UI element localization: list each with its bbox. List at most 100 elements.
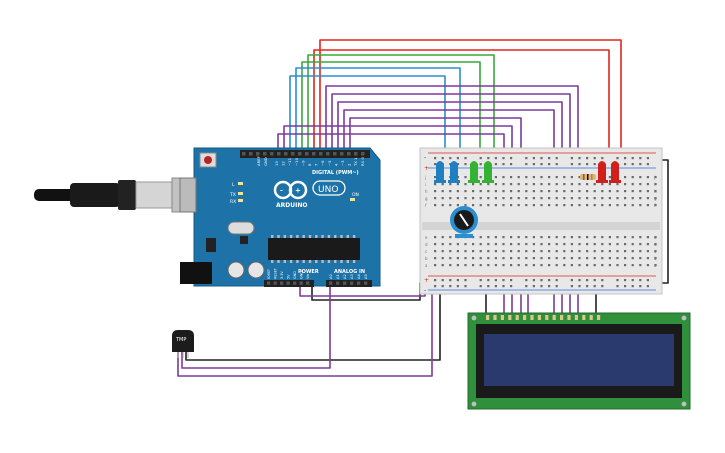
breadboard-hole[interactable]: [548, 264, 551, 267]
breadboard-hole[interactable]: [570, 285, 573, 288]
header-hole[interactable]: [273, 281, 277, 285]
breadboard-hole[interactable]: [578, 264, 581, 267]
breadboard-hole[interactable]: [624, 183, 627, 186]
breadboard-hole[interactable]: [608, 264, 611, 267]
header-hole[interactable]: [357, 281, 361, 285]
breadboard-hole[interactable]: [472, 204, 475, 207]
breadboard-hole[interactable]: [608, 250, 611, 253]
breadboard-hole[interactable]: [456, 183, 459, 186]
breadboard-hole[interactable]: [456, 243, 459, 246]
breadboard-hole[interactable]: [464, 257, 467, 260]
breadboard-hole[interactable]: [434, 264, 437, 267]
breadboard-hole[interactable]: [631, 157, 634, 160]
breadboard-hole[interactable]: [479, 236, 482, 239]
breadboard-hole[interactable]: [540, 279, 543, 282]
breadboard-hole[interactable]: [479, 279, 482, 282]
lcd-pin[interactable]: [574, 315, 578, 320]
breadboard-hole[interactable]: [472, 190, 475, 193]
breadboard-hole[interactable]: [502, 176, 505, 179]
breadboard-hole[interactable]: [639, 264, 642, 267]
breadboard-hole[interactable]: [525, 236, 528, 239]
breadboard-hole[interactable]: [517, 243, 520, 246]
lcd-pin[interactable]: [515, 315, 519, 320]
breadboard-hole[interactable]: [601, 279, 604, 282]
header-hole[interactable]: [354, 152, 358, 156]
breadboard-hole[interactable]: [434, 183, 437, 186]
header-hole[interactable]: [343, 281, 347, 285]
header-hole[interactable]: [267, 281, 271, 285]
breadboard-hole[interactable]: [494, 163, 497, 166]
breadboard-hole[interactable]: [472, 243, 475, 246]
breadboard-hole[interactable]: [510, 204, 513, 207]
breadboard-hole[interactable]: [555, 204, 558, 207]
breadboard-hole[interactable]: [578, 285, 581, 288]
breadboard-hole[interactable]: [502, 157, 505, 160]
breadboard-hole[interactable]: [616, 264, 619, 267]
breadboard-hole[interactable]: [639, 190, 642, 193]
breadboard-hole[interactable]: [639, 243, 642, 246]
breadboard-hole[interactable]: [586, 197, 589, 200]
analog-header[interactable]: [326, 280, 372, 287]
breadboard-hole[interactable]: [646, 243, 649, 246]
breadboard-hole[interactable]: [532, 183, 535, 186]
breadboard-hole[interactable]: [434, 279, 437, 282]
breadboard-hole[interactable]: [586, 236, 589, 239]
breadboard-hole[interactable]: [510, 279, 513, 282]
breadboard-hole[interactable]: [563, 236, 566, 239]
breadboard-hole[interactable]: [593, 243, 596, 246]
breadboard-hole[interactable]: [601, 183, 604, 186]
header-hole[interactable]: [306, 281, 310, 285]
breadboard-hole[interactable]: [464, 285, 467, 288]
lcd-pin[interactable]: [552, 315, 556, 320]
breadboard-hole[interactable]: [570, 243, 573, 246]
breadboard-hole[interactable]: [456, 197, 459, 200]
breadboard-hole[interactable]: [494, 157, 497, 160]
breadboard-hole[interactable]: [510, 257, 513, 260]
breadboard-hole[interactable]: [601, 157, 604, 160]
breadboard-hole[interactable]: [654, 236, 657, 239]
breadboard-hole[interactable]: [434, 163, 437, 166]
breadboard-hole[interactable]: [654, 250, 657, 253]
breadboard-hole[interactable]: [449, 190, 452, 193]
breadboard-hole[interactable]: [563, 243, 566, 246]
breadboard-hole[interactable]: [532, 279, 535, 282]
breadboard-hole[interactable]: [646, 190, 649, 193]
breadboard-hole[interactable]: [532, 190, 535, 193]
breadboard-hole[interactable]: [464, 190, 467, 193]
breadboard-hole[interactable]: [487, 243, 490, 246]
breadboard-hole[interactable]: [586, 285, 589, 288]
breadboard-hole[interactable]: [449, 285, 452, 288]
breadboard-hole[interactable]: [631, 163, 634, 166]
breadboard-hole[interactable]: [540, 163, 543, 166]
breadboard-hole[interactable]: [646, 197, 649, 200]
breadboard-hole[interactable]: [570, 176, 573, 179]
breadboard-hole[interactable]: [593, 279, 596, 282]
breadboard-hole[interactable]: [479, 250, 482, 253]
breadboard-hole[interactable]: [525, 157, 528, 160]
breadboard-hole[interactable]: [449, 183, 452, 186]
breadboard-hole[interactable]: [563, 204, 566, 207]
breadboard-hole[interactable]: [624, 204, 627, 207]
breadboard-hole[interactable]: [624, 285, 627, 288]
breadboard-hole[interactable]: [639, 163, 642, 166]
breadboard-hole[interactable]: [540, 236, 543, 239]
breadboard-hole[interactable]: [517, 250, 520, 253]
breadboard-hole[interactable]: [494, 264, 497, 267]
breadboard-hole[interactable]: [540, 250, 543, 253]
lcd-pin[interactable]: [560, 315, 564, 320]
header-hole[interactable]: [249, 152, 253, 156]
breadboard-hole[interactable]: [601, 243, 604, 246]
header-hole[interactable]: [286, 281, 290, 285]
breadboard-hole[interactable]: [563, 183, 566, 186]
breadboard-hole[interactable]: [532, 250, 535, 253]
breadboard-hole[interactable]: [487, 236, 490, 239]
breadboard-hole[interactable]: [586, 257, 589, 260]
header-hole[interactable]: [350, 281, 354, 285]
breadboard-hole[interactable]: [601, 204, 604, 207]
breadboard-hole[interactable]: [578, 257, 581, 260]
breadboard-hole[interactable]: [608, 183, 611, 186]
breadboard-hole[interactable]: [472, 197, 475, 200]
breadboard-hole[interactable]: [601, 250, 604, 253]
header-hole[interactable]: [336, 281, 340, 285]
